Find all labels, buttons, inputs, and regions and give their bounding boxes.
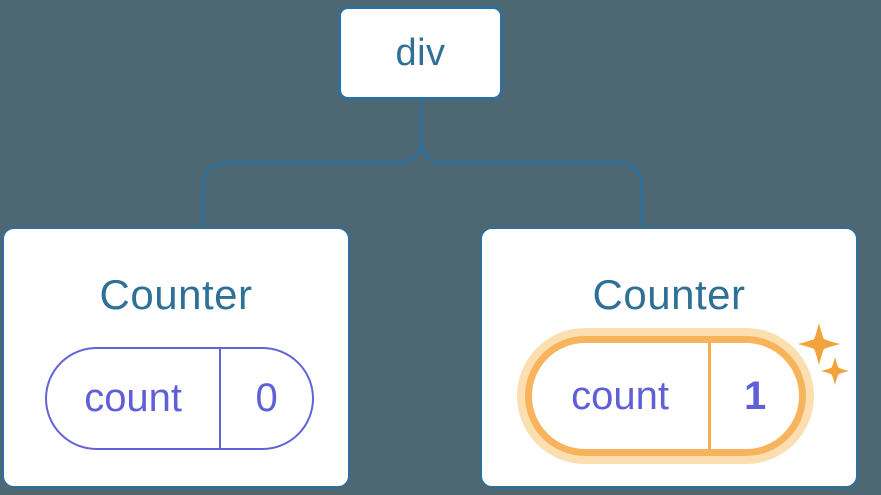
state-pill: count 0 [45,347,314,450]
counter-card-left: Counter count 0 [2,227,350,488]
counter-card-right: Counter count 1 [480,227,858,488]
state-value: 1 [743,373,767,418]
state-key-label: count [532,343,712,449]
root-node-label: div [395,31,446,74]
state-pill-highlighted: count 1 [525,336,806,456]
tree-root-node: div [338,6,503,100]
state-key-label: count [47,349,222,448]
component-title: Counter [99,271,253,318]
component-title: Counter [592,271,746,318]
state-value: 0 [255,376,278,420]
